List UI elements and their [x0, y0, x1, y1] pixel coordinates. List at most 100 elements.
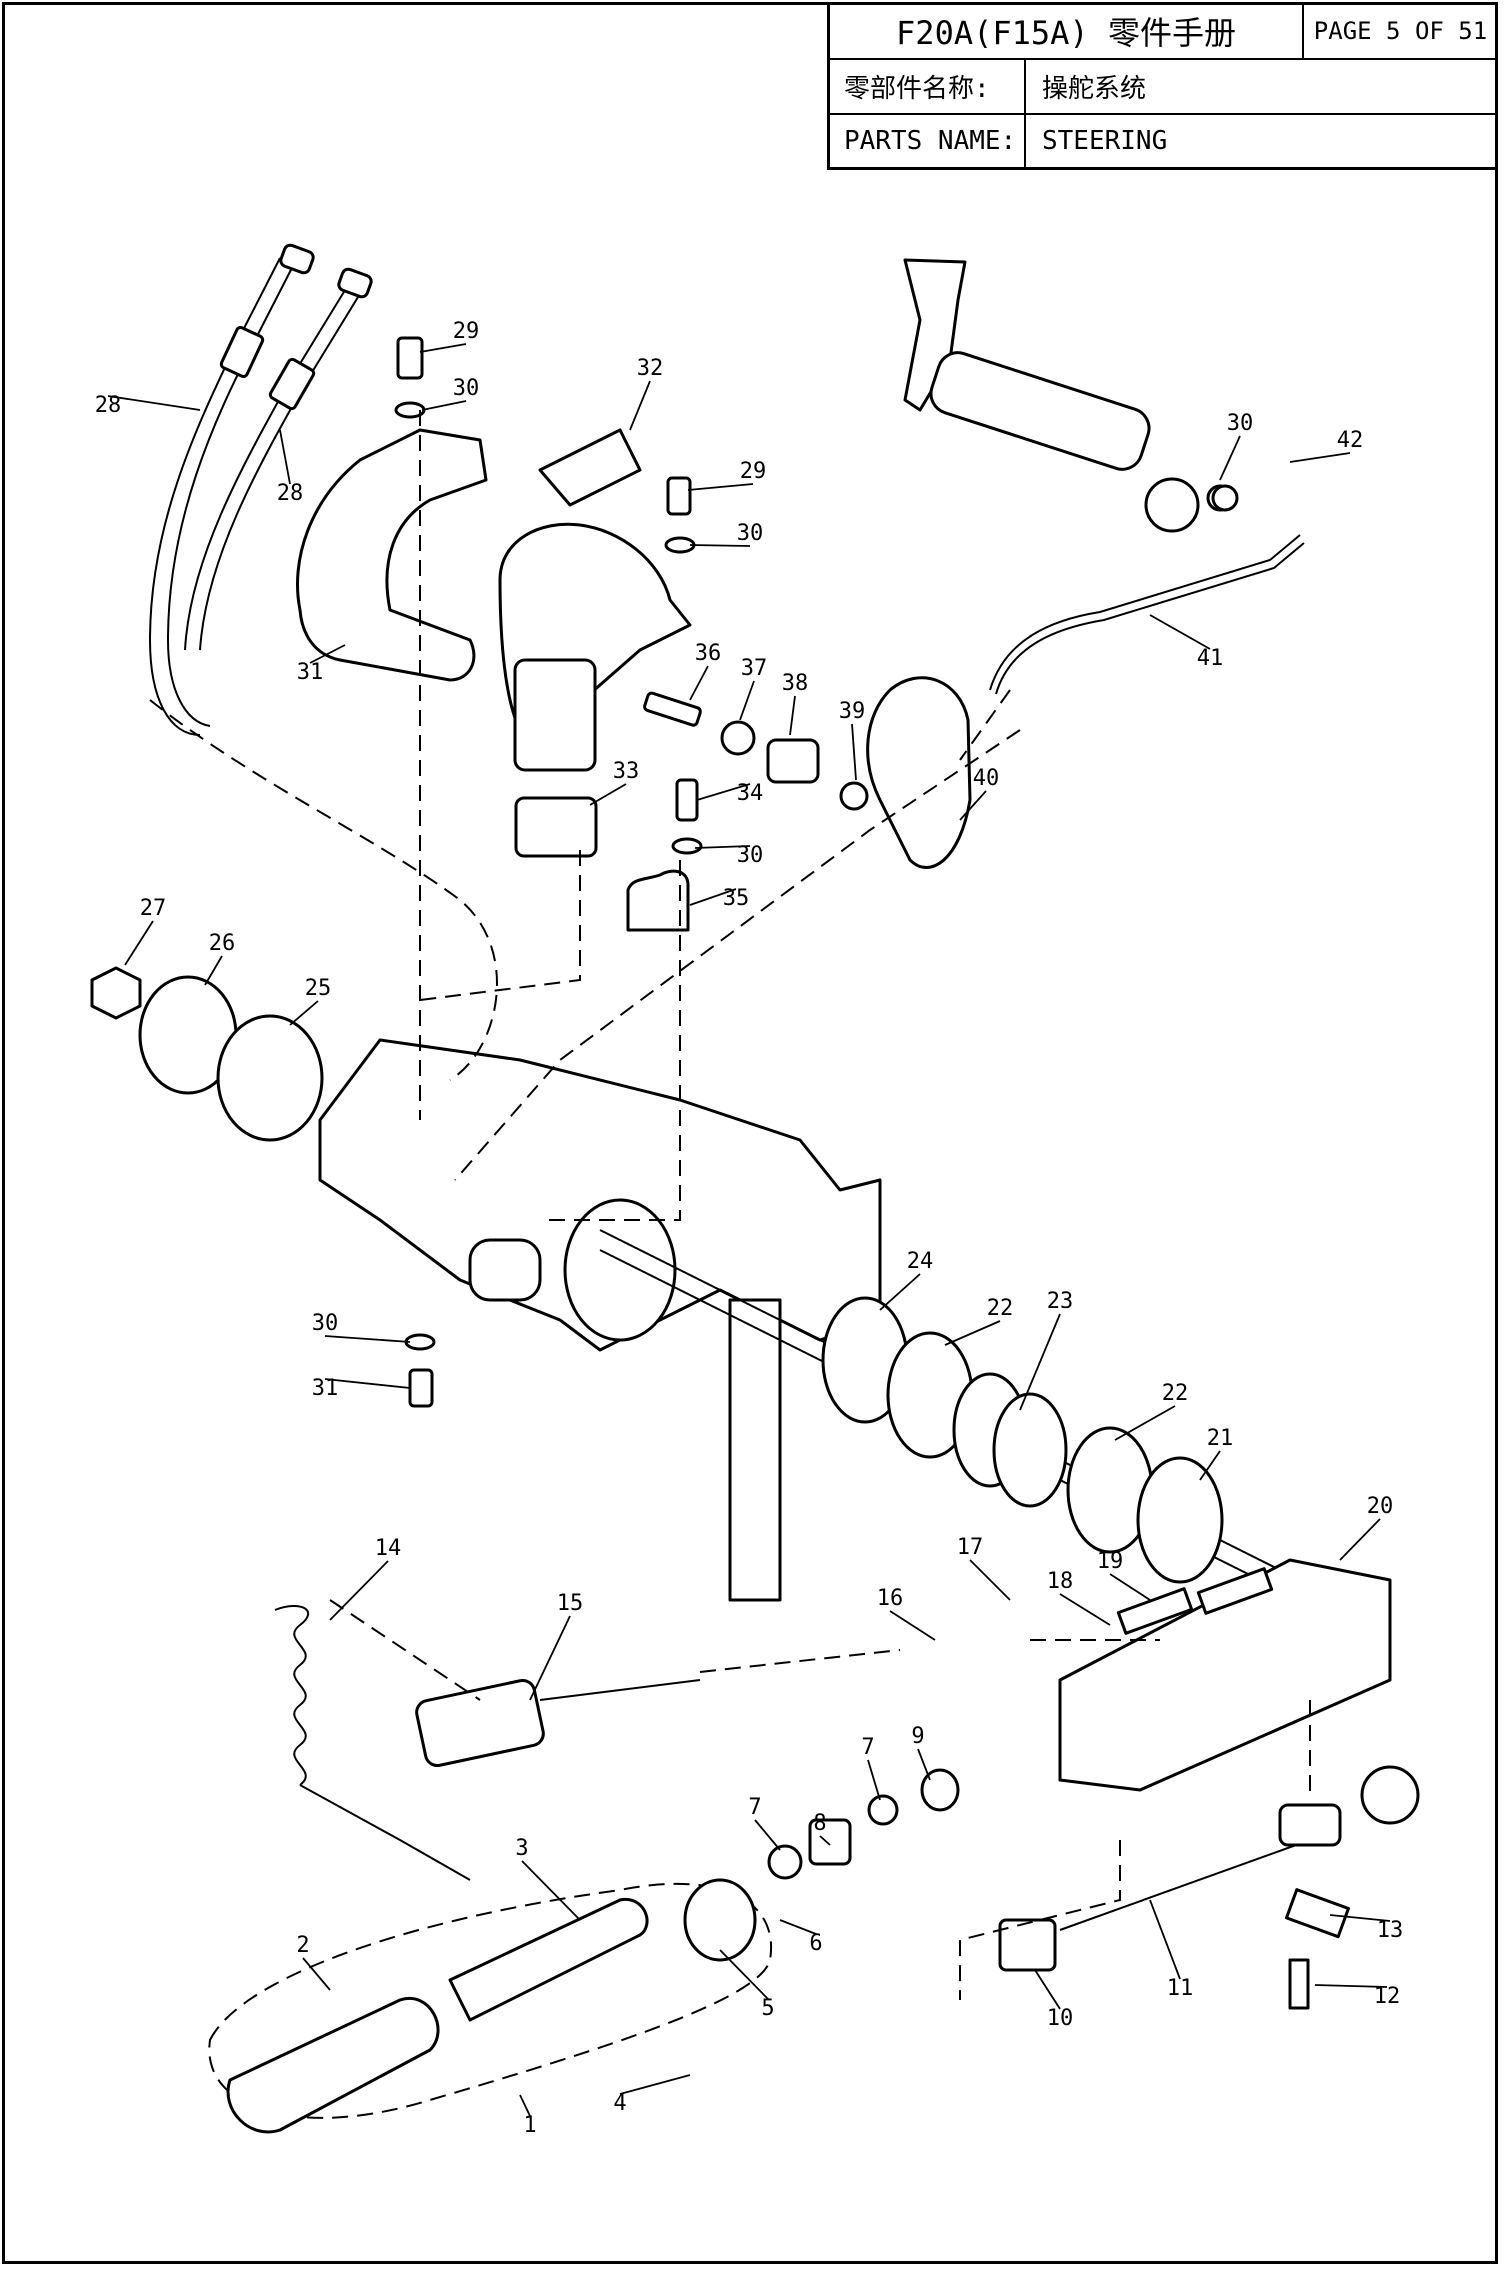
- title-block: F20A(F15A) 零件手册 PAGE 5 OF 51 零部件名称: 操舵系统…: [827, 4, 1497, 170]
- callout-leader: [889, 1610, 936, 1641]
- callout-leader: [419, 343, 467, 353]
- callout-leader: [589, 783, 627, 806]
- tiller-arm-20: [1058, 1558, 1392, 1792]
- stop-switch-assembly: [274, 1605, 701, 1881]
- washer-7a: [767, 1844, 803, 1880]
- bracket-33: [514, 796, 598, 858]
- callout-leader: [719, 1949, 769, 2000]
- plate-13: [1284, 1888, 1350, 1939]
- callout-38: 38: [782, 671, 809, 696]
- callout-29: 29: [740, 459, 767, 484]
- parts-name-label-en: PARTS NAME:: [830, 115, 1026, 167]
- callout-leader: [1034, 1969, 1061, 2010]
- callout-leader: [689, 665, 709, 701]
- callout-leader: [279, 429, 291, 485]
- link-rod-41: [989, 534, 1301, 691]
- callout-leader: [302, 1957, 331, 1991]
- callout-9: 9: [911, 1724, 924, 1749]
- bolt-and-collar-set: [643, 691, 869, 811]
- callout-26: 26: [209, 931, 236, 956]
- throttle-lever-assembly: [903, 258, 1234, 533]
- callout-leader: [519, 2094, 531, 2117]
- callout-36: 36: [695, 641, 722, 666]
- callout-leader: [1289, 452, 1351, 463]
- callout-13: 13: [1377, 1918, 1404, 1943]
- page-number: PAGE 5 OF 51: [1313, 17, 1488, 45]
- callout-leader: [289, 1000, 319, 1026]
- callout-leader: [819, 1835, 831, 1846]
- callout-37: 37: [741, 656, 768, 681]
- callout-39: 39: [839, 699, 866, 724]
- title-row: F20A(F15A) 零件手册 PAGE 5 OF 51: [830, 4, 1497, 60]
- callout-leader: [1314, 1984, 1388, 1988]
- callout-7: 7: [861, 1735, 874, 1760]
- callout-leader: [879, 1273, 921, 1311]
- callout-leader: [779, 1919, 817, 1935]
- callout-15: 15: [557, 1591, 584, 1616]
- callout-25: 25: [305, 976, 332, 1001]
- callout-leader: [944, 1320, 1001, 1346]
- callout-30: 30: [312, 1311, 339, 1336]
- callout-32: 32: [637, 356, 664, 381]
- parts-name-label-cn: 零部件名称:: [830, 60, 1026, 113]
- callout-leader: [789, 695, 796, 736]
- callout-leader: [754, 1819, 781, 1851]
- callout-2: 2: [296, 1933, 309, 1958]
- callout-42: 42: [1337, 428, 1364, 453]
- callout-leader: [324, 1378, 411, 1389]
- callout-leader: [1329, 1914, 1391, 1922]
- parts-name-value-cn: 操舵系统: [1042, 74, 1147, 104]
- callout-4: 4: [613, 2091, 626, 2116]
- callout-16: 16: [877, 1586, 904, 1611]
- screw-12: [1288, 1958, 1310, 2010]
- callout-18: 18: [1047, 1569, 1074, 1594]
- callout-leader: [1149, 1899, 1181, 1980]
- callout-leader: [1059, 1593, 1111, 1626]
- callout-leader: [309, 644, 346, 664]
- bushing-9: [920, 1768, 960, 1812]
- callout-leader: [917, 1748, 931, 1781]
- callout-41: 41: [1197, 646, 1224, 671]
- callout-24: 24: [907, 1249, 934, 1274]
- callout-leader: [969, 1559, 1011, 1601]
- callout-3: 3: [515, 1836, 528, 1861]
- assembly-lines: [149, 410, 1311, 2000]
- callout-leader: [739, 680, 755, 721]
- callout-leader: [1219, 435, 1241, 481]
- callout-leader: [1149, 614, 1211, 650]
- callout-31: 31: [312, 1376, 339, 1401]
- callout-leader: [694, 845, 751, 849]
- callout-leader: [521, 1860, 581, 1921]
- parts-name-cn-row: 零部件名称: 操舵系统: [830, 60, 1497, 115]
- callout-leader: [959, 790, 987, 821]
- callout-30: 30: [737, 521, 764, 546]
- callout-leader: [851, 723, 857, 781]
- callout-5: 5: [761, 1996, 774, 2021]
- callout-29: 29: [453, 319, 480, 344]
- callout-leader: [124, 920, 154, 966]
- callout-leader: [421, 400, 467, 411]
- callout-27: 27: [140, 896, 167, 921]
- steering-shaft-washers: [599, 1229, 1281, 1591]
- callout-leader: [689, 544, 751, 547]
- control-cables: [148, 243, 373, 736]
- callout-23: 23: [1047, 1289, 1074, 1314]
- callout-30: 30: [737, 843, 764, 868]
- callout-leader: [324, 1335, 411, 1343]
- callout-11: 11: [1167, 1976, 1194, 2001]
- callout-17: 17: [957, 1535, 984, 1560]
- callout-leader: [329, 1560, 389, 1621]
- callout-leader: [204, 955, 223, 986]
- callout-leader: [1109, 1573, 1151, 1601]
- callout-7: 7: [748, 1795, 761, 1820]
- callout-leader: [1019, 1313, 1061, 1411]
- callout-22: 22: [987, 1296, 1014, 1321]
- callout-12: 12: [1374, 1984, 1401, 2009]
- spring-8: [808, 1818, 852, 1866]
- callout-21: 21: [1207, 1426, 1234, 1451]
- callout-28: 28: [95, 393, 122, 418]
- callout-33: 33: [613, 759, 640, 784]
- callout-leader: [1114, 1405, 1176, 1441]
